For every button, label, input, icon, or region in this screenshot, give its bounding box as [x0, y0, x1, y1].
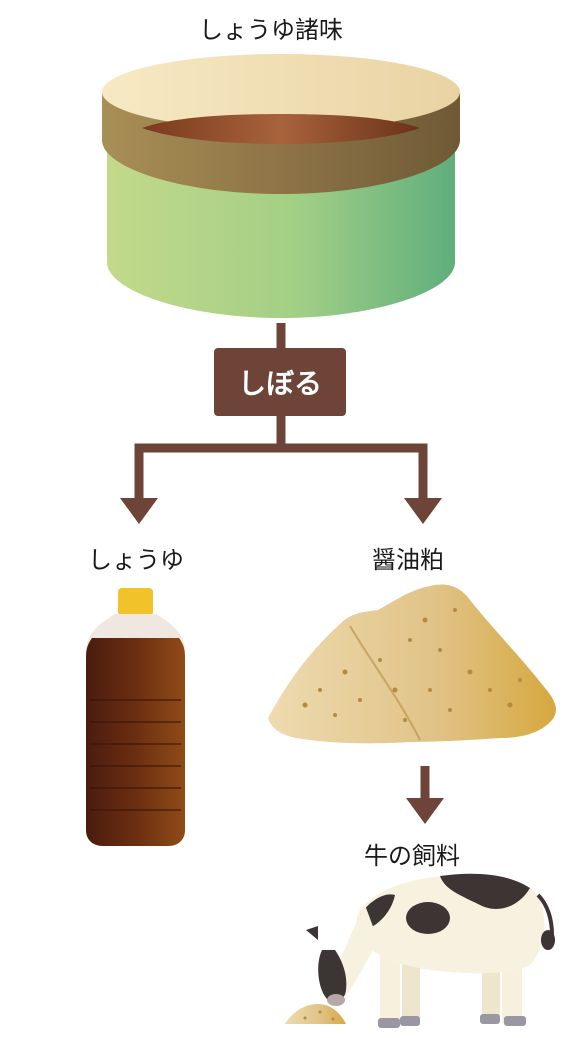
- press-step-box: しぼる: [214, 348, 346, 416]
- soy-lees-label: 醤油粕: [372, 546, 444, 574]
- arrowhead-feed: [406, 798, 444, 824]
- press-label: しぼる: [237, 367, 322, 400]
- arrow-press-to-shoyu: [134, 416, 286, 505]
- soy-sauce-bottle-icon: [86, 588, 185, 846]
- arrow-press-to-kasu: [281, 443, 428, 505]
- soy-lees-pile-icon: [268, 584, 556, 744]
- moromi-label: しょうゆ諸味: [199, 16, 343, 44]
- cattle-feed-label: 牛の飼料: [364, 842, 460, 870]
- arrowhead-shoyu: [120, 498, 158, 524]
- moromi-tub-icon: [102, 54, 460, 318]
- arrowhead-kasu: [404, 498, 442, 524]
- cow-icon: [285, 873, 555, 1028]
- shoyu-label: しょうゆ: [88, 546, 184, 574]
